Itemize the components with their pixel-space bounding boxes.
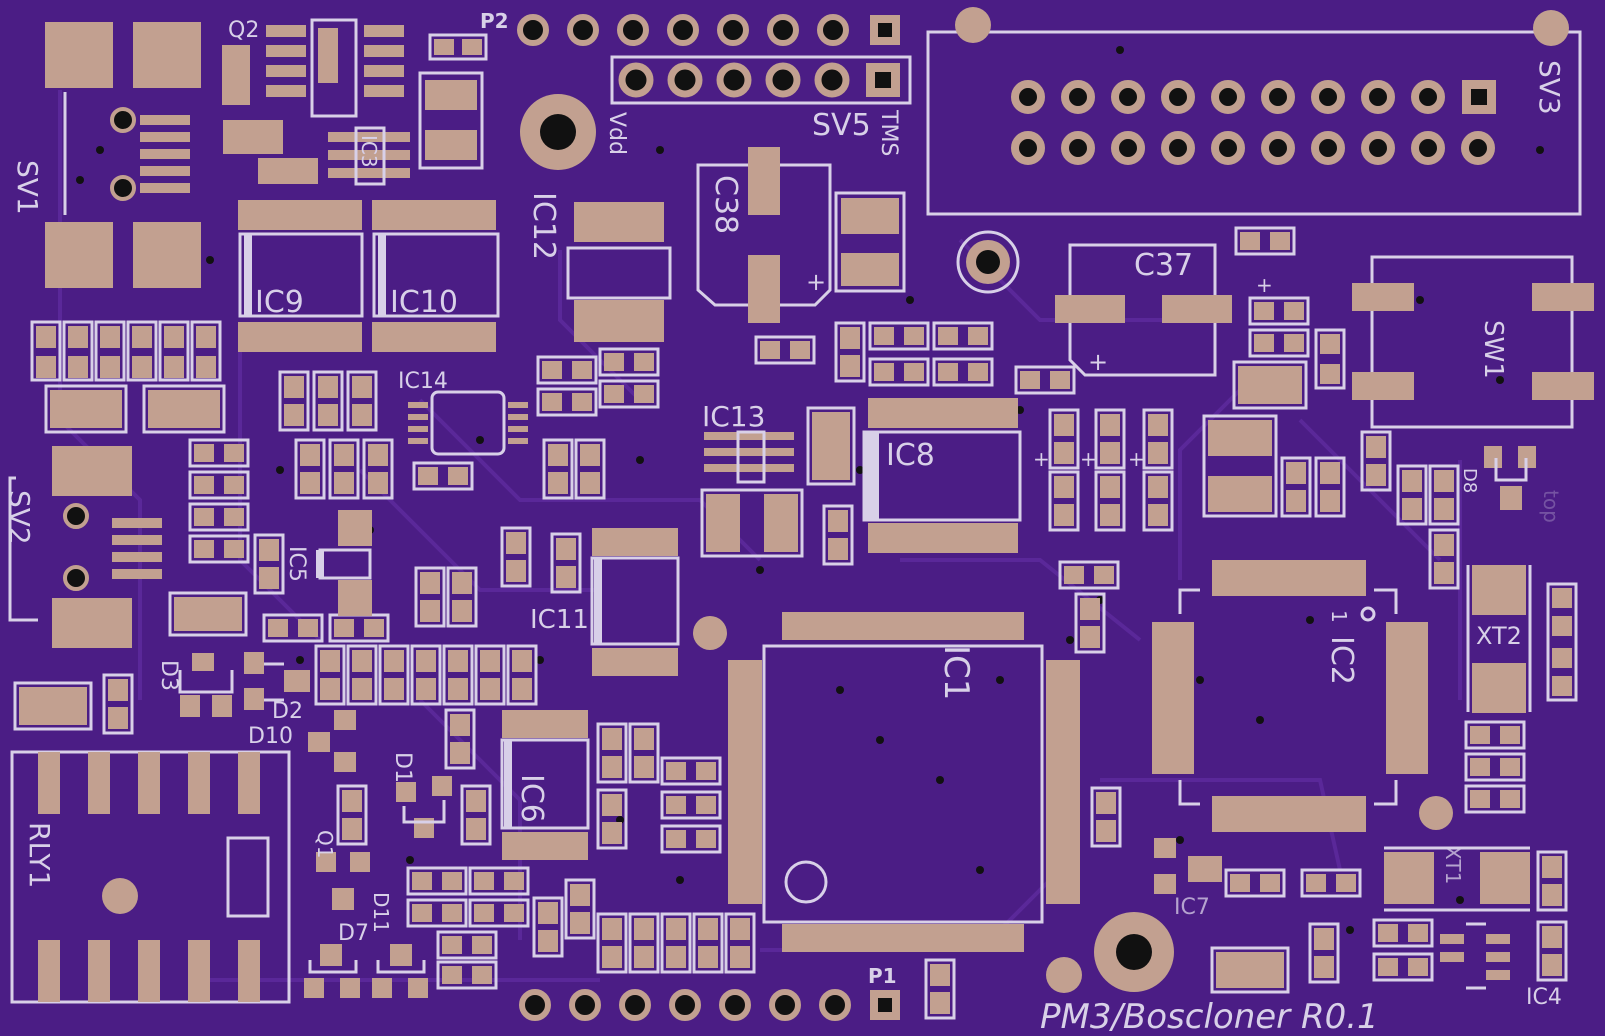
diodes-left-mid: [178, 652, 356, 772]
ic7-component: [1154, 838, 1362, 994]
rly1-relay: [10, 750, 291, 1004]
label-plus-3: +: [1080, 447, 1097, 471]
passives-middle: [414, 321, 1076, 628]
label-ic12: IC12: [526, 192, 561, 260]
label-sw1: SW1: [1478, 320, 1508, 379]
label-ic6: IC6: [514, 774, 549, 823]
label-ic4: IC4: [1526, 985, 1562, 1010]
label-d7: D7: [338, 921, 369, 946]
label-ic2: IC2: [1324, 636, 1359, 685]
xt1-crystal: [1384, 846, 1568, 912]
label-c37-plus: +: [1088, 348, 1108, 376]
ic9-component: [238, 200, 364, 352]
label-d2: D2: [272, 699, 303, 724]
c38-capacitor: [696, 147, 906, 323]
passives-bottom: [406, 786, 1122, 1020]
label-d1: D1: [390, 752, 415, 783]
label-ic14: IC14: [398, 369, 448, 394]
label-c38: C38: [708, 175, 743, 234]
ic2-component: [1152, 560, 1428, 832]
ic13-component: [700, 430, 804, 558]
label-sv2: SV2: [3, 490, 36, 545]
label-ic10: IC10: [390, 285, 458, 320]
passives-ic6-right: [596, 722, 722, 854]
label-d11: D11: [369, 892, 393, 933]
label-ic11: IC11: [530, 605, 589, 635]
ic6-component: [500, 710, 590, 860]
xt2-crystal: [1464, 565, 1578, 814]
label-ic2-pin1: 1: [1327, 610, 1351, 623]
ic11-component: [590, 528, 680, 676]
mounting-hole-mid: [956, 230, 1020, 294]
passives-left: [13, 320, 394, 735]
label-c38-plus: +: [806, 268, 826, 296]
ic8-component: [862, 398, 1022, 553]
label-xt2: XT2: [1476, 622, 1522, 650]
fiducial-left: [693, 616, 727, 650]
label-plus-2: +: [1033, 447, 1050, 471]
label-ic9: IC9: [255, 285, 304, 320]
label-sv5: SV5: [812, 108, 871, 143]
board-title: PM3/Boscloner R0.1: [1040, 997, 1379, 1036]
label-ic7: IC7: [1174, 895, 1210, 920]
label-plus-1: +: [1256, 273, 1273, 297]
label-q1: Q1: [313, 830, 337, 858]
passives-right-top: [1232, 226, 1346, 410]
fiducial-bottom: [1046, 957, 1082, 993]
label-p2: P2: [480, 9, 509, 33]
c37-capacitor: [1055, 243, 1232, 377]
d1-diode: [396, 776, 452, 838]
label-ic5: IC5: [284, 546, 309, 582]
caps-ic8-right: [1048, 408, 1460, 654]
ic5-component: [316, 510, 372, 616]
label-ic8: IC8: [886, 438, 935, 473]
sv2-bracket: [8, 476, 38, 622]
d8-diode: [1484, 446, 1536, 510]
resistor-row-mid: [314, 644, 538, 846]
label-ic1: IC1: [936, 645, 976, 700]
ic12-component: [566, 202, 672, 342]
ic10-component: [372, 200, 500, 352]
label-d10: D10: [248, 724, 293, 749]
vias: [76, 46, 1544, 934]
ic14-component: [408, 390, 528, 491]
label-rly1: RLY1: [23, 822, 56, 888]
p1-header: [519, 989, 900, 1021]
label-d8: D8: [1459, 468, 1480, 493]
sv1-connector: [45, 22, 201, 288]
label-top: top: [1539, 490, 1563, 523]
q1-d11-d7: [304, 852, 428, 998]
fiducial-right: [1419, 796, 1453, 830]
sv3-connector: [926, 7, 1582, 216]
label-plus-4: +: [1128, 447, 1145, 471]
label-ic3: IC3: [357, 135, 381, 168]
label-tms: TMS: [876, 109, 901, 156]
label-sv1: SV1: [11, 160, 44, 215]
ic1-component: [728, 612, 1080, 952]
q2-component: [222, 18, 488, 170]
sv3-pins: [1011, 80, 1496, 165]
label-c37: C37: [1134, 248, 1193, 283]
label-sv3: SV3: [1533, 60, 1566, 115]
label-ic13: IC13: [702, 400, 765, 433]
label-d3: D3: [156, 660, 181, 691]
ic4-component: [1372, 918, 1568, 990]
label-q2: Q2: [228, 18, 259, 43]
sw1-switch: [1352, 255, 1594, 429]
label-xt1: XT1: [1441, 846, 1465, 884]
ic3-component: [223, 120, 410, 186]
label-vdd: Vdd: [604, 112, 629, 155]
sv5-header: [610, 55, 912, 105]
p2-header: [517, 14, 900, 46]
label-p1: P1: [868, 964, 897, 988]
